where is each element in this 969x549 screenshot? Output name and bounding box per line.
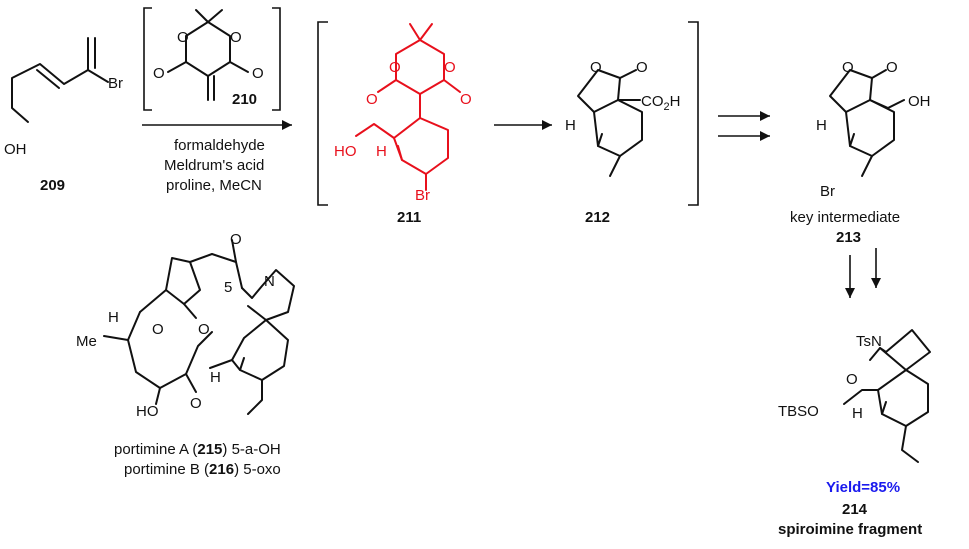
intermediate-bracket-right xyxy=(688,21,699,206)
bromine-label-213: Br xyxy=(820,183,835,200)
spiroimine-fragment-caption: spiroimine fragment xyxy=(778,521,922,538)
oxygen-label-211-a: O xyxy=(389,59,401,76)
bromine-label-209: Br xyxy=(108,75,123,92)
oxygen-label-portimine-c: O xyxy=(230,231,242,248)
compound-212: O O H CO2H 212 xyxy=(565,59,680,226)
reaction-arrow-2 xyxy=(494,120,552,130)
methyl-label-portimine: Me xyxy=(76,333,97,350)
hydrogen-label-212: H xyxy=(565,117,576,134)
key-intermediate-caption: key intermediate xyxy=(790,209,900,226)
tbs-ether-label-214: TBSO xyxy=(778,403,819,420)
nitrogen-label-portimine: N xyxy=(264,273,275,290)
condition-line-1: formaldehyde xyxy=(174,137,265,154)
compound-number-210: 210 xyxy=(232,91,257,108)
condition-line-2: Meldrum's acid xyxy=(164,157,264,174)
oxygen-label-212-b: O xyxy=(636,59,648,76)
compound-209: Br OH 209 xyxy=(4,37,123,194)
oxygen-label-210-b: O xyxy=(230,29,242,46)
compound-number-213: 213 xyxy=(836,229,861,246)
hydrogen-label-portimine-a: H xyxy=(108,309,119,326)
hydroxyl-label-portimine: HO xyxy=(136,403,159,420)
portimine-b-caption: portimine B (216) 5-oxo xyxy=(124,461,281,478)
oxygen-label-211-c: O xyxy=(366,91,378,108)
tosylamide-label-214: TsN xyxy=(856,333,882,350)
hydrogen-label-211: H xyxy=(376,143,387,160)
compound-number-211: 211 xyxy=(397,209,421,226)
oxygen-label-210-a: O xyxy=(177,29,189,46)
oxygen-label-211-b: O xyxy=(444,59,456,76)
oxygen-label-211-d: O xyxy=(460,91,472,108)
bromine-label-211: Br xyxy=(415,187,430,204)
reagent-210-box: O O O O 210 xyxy=(143,7,281,111)
compound-213: O O H OH Br key intermediate 213 xyxy=(790,59,931,246)
oxygen-label-portimine-d: O xyxy=(190,395,202,412)
hydroxyl-label-211: HO xyxy=(334,143,357,160)
intermediate-bracket-left xyxy=(317,21,328,206)
oxygen-label-portimine-b: O xyxy=(198,321,210,338)
oxygen-label-212-a: O xyxy=(590,59,602,76)
yield-label: Yield=85% xyxy=(826,479,900,496)
condition-line-3: proline, MeCN xyxy=(166,177,262,194)
oxygen-label-213-a: O xyxy=(842,59,854,76)
hydrogen-label-213: H xyxy=(816,117,827,134)
carboxyl-label-212: CO2H xyxy=(641,93,680,113)
compound-number-209: 209 xyxy=(40,177,65,194)
compound-number-214: 214 xyxy=(842,501,868,518)
reaction-arrow-3 xyxy=(718,111,770,141)
compound-number-212: 212 xyxy=(585,209,610,226)
portimine-structure: H Me O O O 5 N H HO O portimine A (215) … xyxy=(76,231,295,478)
compound-214: TsN O TBSO H Yield=85% 214 spiroimine fr… xyxy=(778,329,931,538)
reaction-arrow-1 xyxy=(142,120,292,130)
oxygen-label-210-c: O xyxy=(153,65,165,82)
hydrogen-label-portimine-b: H xyxy=(210,369,221,386)
position-five-label: 5 xyxy=(224,279,232,296)
hydroxyl-label-209: OH xyxy=(4,141,27,158)
hydrogen-label-214: H xyxy=(852,405,863,422)
compound-211: O O O O HO H Br 211 xyxy=(334,23,472,226)
hydroxyl-label-213: OH xyxy=(908,93,931,110)
oxygen-label-210-d: O xyxy=(252,65,264,82)
reaction-arrow-4 xyxy=(845,248,881,298)
oxygen-label-214: O xyxy=(846,371,858,388)
oxygen-label-portimine-a: O xyxy=(152,321,164,338)
portimine-a-caption: portimine A (215) 5-a-OH xyxy=(114,441,281,458)
oxygen-label-213-b: O xyxy=(886,59,898,76)
